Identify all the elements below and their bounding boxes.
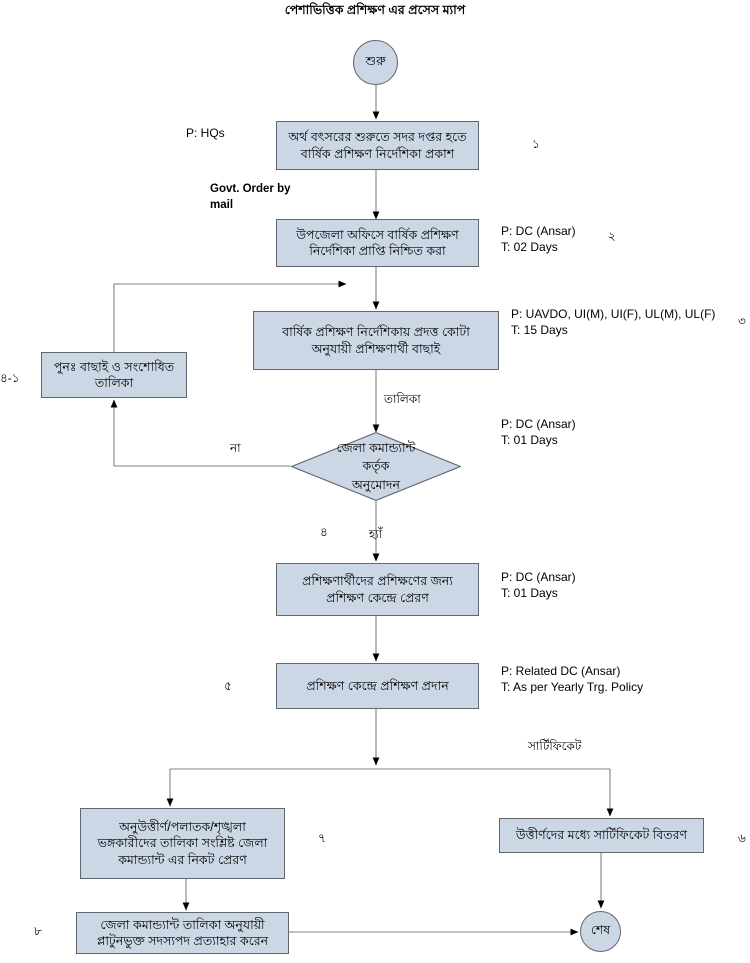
box3-label: বার্ষিক প্রশিক্ষণ নির্দেশিকায় প্রদত্ত ক… [282, 325, 470, 356]
start-terminator[interactable]: শুরু [353, 40, 398, 85]
rework-label: পুনঃ বাছাই ও সংশোধিত তালিকা [53, 359, 175, 391]
note-uavdo-15-days: P: UAVDO, UI(M), UI(F), UL(M), UL(F) T: … [511, 307, 716, 338]
step-number-1: ১ [532, 137, 540, 151]
note-hqs: P: HQs [186, 126, 225, 140]
process-box-provide-training[interactable]: প্রশিক্ষণ কেন্দ্রে প্রশিক্ষণ প্রদান [276, 663, 479, 709]
step-number-6: ৬ [738, 831, 746, 845]
step-number-5: ৫ [224, 679, 232, 693]
process-box-distribute-certificates[interactable]: উত্তীর্ণদের মধ্যে সার্টিফিকেট বিতরণ [499, 818, 704, 853]
note-govt-order-by-mail: Govt. Order by mail [210, 183, 291, 211]
box9-label: জেলা কমান্ড্যান্ট তালিকা অনুযায়ী প্লাটু… [96, 917, 269, 949]
diamond-shape [291, 432, 461, 501]
page-title: পেশাভিত্তিক প্রশিক্ষণ এর প্রসেস ম্যাপ [284, 3, 466, 17]
process-box-confirm-receipt[interactable]: উপজেলা অফিসে বার্ষিক প্রশিক্ষণ নির্দেশিক… [276, 219, 479, 267]
step-number-8: ৮ [34, 924, 42, 938]
box6-label: প্রশিক্ষণ কেন্দ্রে প্রশিক্ষণ প্রদান [306, 678, 449, 693]
box5-label: প্রশিক্ষণার্থীদের প্রশিক্ষণের জন্য প্রশি… [302, 574, 453, 605]
step-number-3: ৩ [738, 314, 746, 328]
process-box-select-trainees[interactable]: বার্ষিক প্রশিক্ষণ নির্দেশিকায় প্রদত্ত ক… [253, 311, 499, 370]
edge-label-hyan: হ্যাঁ [369, 527, 383, 541]
decision-approval-by-district-commandant[interactable]: জেলা কমান্ড্যান্ট কর্তৃক অনুমোদন [291, 432, 461, 501]
process-box-publish-guideline[interactable]: অর্থ বৎসরের শুরুতে সদর দপ্তর হতে বার্ষিক… [276, 121, 479, 170]
note-dc-ansar-02-days: P: DC (Ansar) T: 02 Days [501, 224, 576, 255]
box2-label: উপজেলা অফিসে বার্ষিক প্রশিক্ষণ নির্দেশিক… [296, 227, 459, 259]
edge-label-talika: তালিকা [384, 392, 421, 406]
box7-label: অনুউত্তীর্ণ/পলাতক/শৃঙ্খলা ভঙ্গকারীদের তা… [97, 819, 268, 867]
edge-label-na: না [230, 441, 241, 455]
edge-label-certificate: সার্টিফিকেট [528, 739, 582, 753]
note-dc-ansar-01-days-b: P: DC (Ansar) T: 01 Days [501, 570, 576, 601]
process-box-send-to-training-center[interactable]: প্রশিক্ষণার্থীদের প্রশিক্ষণের জন্য প্রশি… [276, 563, 479, 616]
process-box-failed-list-to-commandant[interactable]: অনুউত্তীর্ণ/পলাতক/শৃঙ্খলা ভঙ্গকারীদের তা… [80, 808, 285, 879]
note-dc-ansar-01-days-a: P: DC (Ansar) T: 01 Days [501, 417, 576, 448]
step-number-4-1: ৪-১ [0, 371, 20, 385]
start-label: শুরু [365, 53, 386, 68]
step-number-2: ২ [608, 229, 616, 243]
decision-label: জেলা কমান্ড্যান্ট কর্তৃক অনুমোদন [336, 441, 416, 492]
box1-label: অর্থ বৎসরের শুরুতে সদর দপ্তর হতে বার্ষিক… [288, 130, 467, 161]
end-terminator[interactable]: শেষ [580, 911, 621, 952]
end-label: শেষ [590, 922, 611, 937]
process-box-reselect-revised-list[interactable]: পুনঃ বাছাই ও সংশোধিত তালিকা [41, 352, 187, 398]
box8-label: উত্তীর্ণদের মধ্যে সার্টিফিকেট বিতরণ [515, 828, 688, 843]
process-box-withdraw-platoon-membership[interactable]: জেলা কমান্ড্যান্ট তালিকা অনুযায়ী প্লাটু… [76, 912, 289, 954]
note-related-dc-yearly-policy: P: Related DC (Ansar) T: As per Yearly T… [501, 664, 644, 695]
edge-decision-no-to-rework [110, 399, 291, 467]
step-number-7: ৭ [318, 831, 326, 845]
step-number-4: ৪ [320, 525, 328, 539]
